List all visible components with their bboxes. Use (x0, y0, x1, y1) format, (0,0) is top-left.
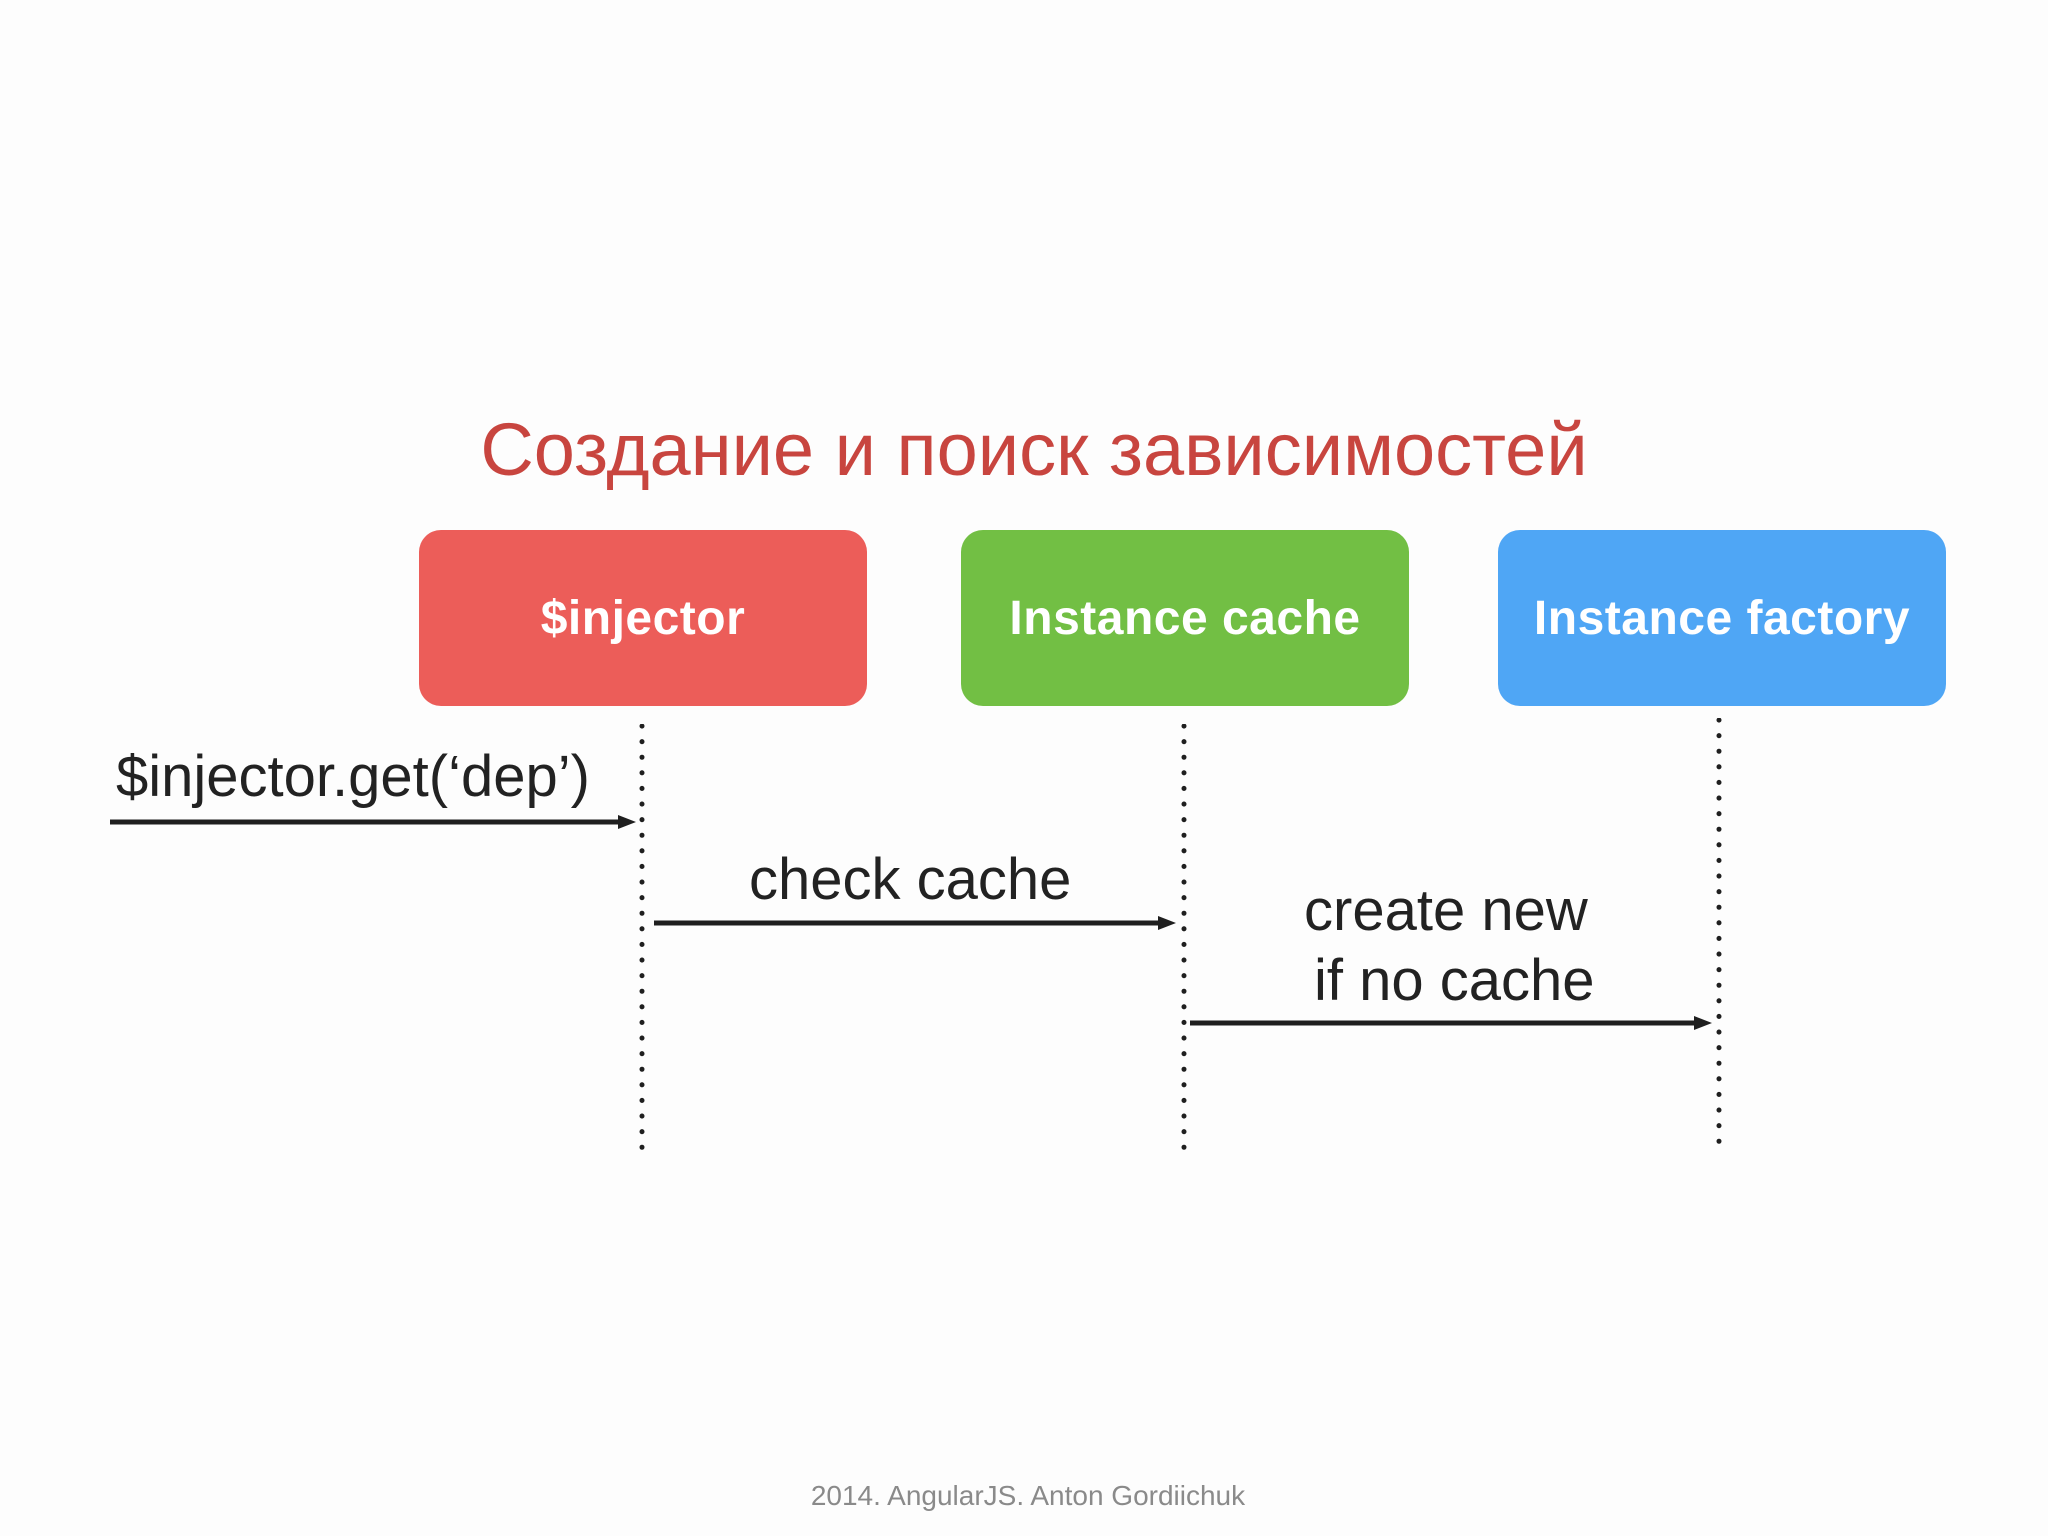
message-create-new-line2: if no cache (1314, 948, 1595, 1013)
actor-injector: $injector (419, 530, 867, 706)
message-create-new-arrow (1190, 1016, 1712, 1030)
message-check-cache-arrow (654, 916, 1176, 930)
message-create-new-label: create new if no cache (1304, 876, 1595, 1016)
slide-title: Создание и поиск зависимостей (480, 408, 1588, 491)
lifeline-instance-cache (1181, 724, 1187, 1152)
message-check-cache-label: check cache (749, 847, 1072, 912)
lifeline-injector (639, 724, 645, 1152)
lifeline-instance-factory (1716, 718, 1722, 1146)
message-get-dep-label: $injector.get(‘dep’) (116, 744, 590, 809)
actor-instance-factory: Instance factory (1498, 530, 1946, 706)
actor-instance-factory-label: Instance factory (1533, 591, 1911, 645)
footer-credit: 2014. AngularJS. Anton Gordiichuk (810, 1480, 1246, 1511)
actor-injector-label: $injector (540, 591, 746, 645)
actor-instance-cache: Instance cache (961, 530, 1409, 706)
actor-instance-cache-label: Instance cache (1009, 591, 1361, 645)
message-get-dep-arrow (110, 815, 636, 829)
message-create-new-line1: create new (1304, 878, 1588, 943)
